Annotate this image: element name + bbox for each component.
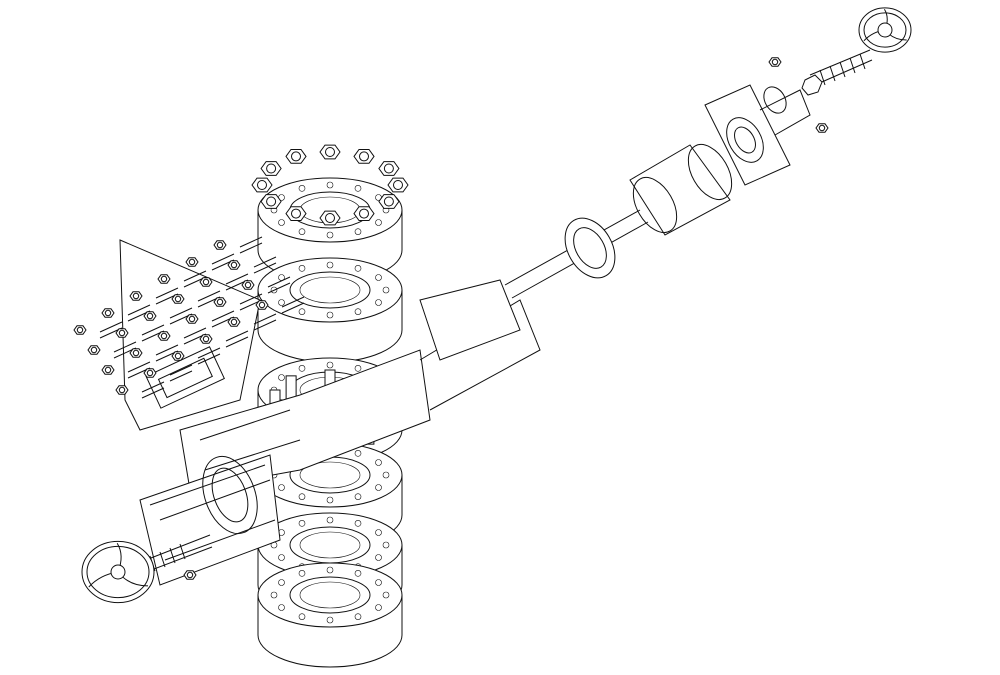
hex-nut [101, 308, 115, 318]
hex-nut [185, 314, 199, 324]
bolt [267, 276, 291, 294]
hex-nut [129, 291, 143, 301]
hex-nut [378, 194, 400, 209]
bolt [281, 296, 305, 314]
bolt [253, 313, 277, 331]
flange [257, 257, 403, 363]
hex-nut [185, 257, 199, 267]
hex-nut [378, 161, 400, 176]
bolt [239, 236, 263, 254]
bolt [253, 256, 277, 274]
hex-nut [143, 368, 157, 378]
hex-nut [87, 345, 101, 355]
hex-nut [129, 348, 143, 358]
hex-nut [73, 325, 87, 335]
bolt [225, 330, 249, 348]
hex-nut [285, 149, 307, 164]
hex-nut [213, 240, 227, 250]
wheel-hub [110, 564, 126, 580]
hex-nut [171, 294, 185, 304]
hex-nut [157, 274, 171, 284]
hex-nut [171, 351, 185, 361]
hex-nut [387, 177, 409, 193]
hex-nut [115, 385, 129, 395]
hex-nut [101, 365, 115, 375]
hex-nut [815, 123, 829, 133]
side-valve-body [119, 239, 541, 586]
right-handwheel [858, 7, 912, 53]
hex-nut [260, 161, 282, 176]
hex-nut [251, 177, 273, 193]
hex-nut [319, 144, 341, 160]
bolt [197, 347, 221, 365]
hex-nut [241, 280, 255, 290]
left-handwheel [81, 540, 155, 604]
wheel-hub [877, 22, 893, 38]
hex-nut [183, 570, 197, 580]
hex-nut [199, 334, 213, 344]
bolt [169, 364, 193, 382]
hex-nut [157, 331, 171, 341]
flange [257, 562, 403, 668]
hex-nut [285, 206, 307, 221]
hex-nut [227, 260, 241, 270]
hex-nut [255, 300, 269, 310]
hex-nut [143, 311, 157, 321]
hex-nut [199, 277, 213, 287]
hex-nut [260, 194, 282, 209]
loose-nuts-and-bolts [73, 57, 829, 580]
bolt [141, 381, 165, 399]
hex-nut [353, 149, 375, 164]
exploded-stem-assembly [504, 49, 873, 299]
hex-nut [227, 317, 241, 327]
hex-nut [319, 210, 341, 226]
hex-nut [353, 206, 375, 221]
hex-nut [768, 57, 782, 67]
hex-nut [115, 328, 129, 338]
hex-nut [213, 297, 227, 307]
